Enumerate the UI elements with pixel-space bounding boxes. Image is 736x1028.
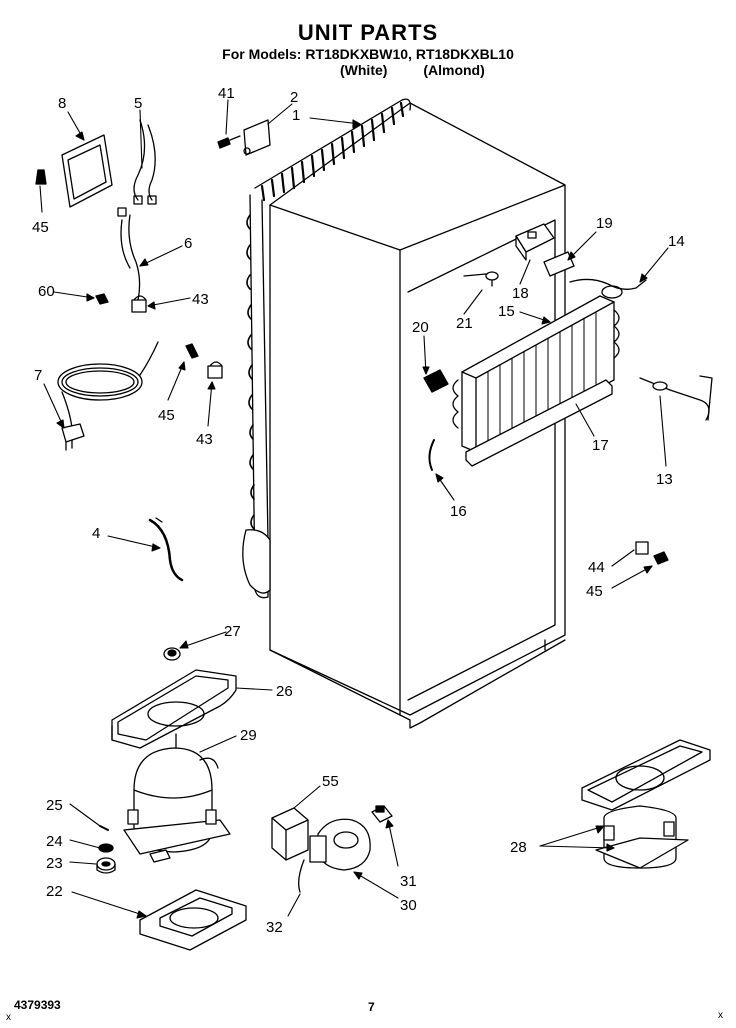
callout-45-middle: 45 [158,407,175,424]
page-number: 7 [368,1000,375,1014]
power-cord-part-7 [57,341,159,451]
thermostat-part-21 [463,271,499,287]
callout-16: 16 [450,503,467,520]
condenser-coil [242,98,411,599]
callout-6: 6 [184,235,192,252]
drain-trough-part-17 [465,379,613,467]
wire-part-32 [298,859,305,893]
callout-14: 14 [668,233,685,250]
callout-31: 31 [400,873,417,890]
callout-32: 32 [266,919,283,936]
overload-part-31 [371,805,393,823]
color-white: (White) [340,62,388,78]
callout-20: 20 [412,319,429,336]
callout-13: 13 [656,471,673,488]
callout-1: 1 [292,107,300,124]
compressor-part-29 [123,733,231,863]
leader-lines [39,99,669,919]
clip-part-43-lower [207,361,223,379]
clip-part-25 [99,825,109,831]
base-part-22 [139,889,247,951]
callout-29: 29 [240,727,257,744]
screw-part-60 [95,293,109,305]
washer-part-24 [98,843,114,853]
callout-21: 21 [456,315,473,332]
callout-43-upper: 43 [192,291,209,308]
callout-55: 55 [322,773,339,790]
clip-part-43-upper [131,295,147,313]
color-almond: (Almond) [423,62,485,78]
callout-2: 2 [290,89,298,106]
callout-4: 4 [92,525,100,542]
capillary-part-14 [569,278,647,299]
grommet-part-23 [96,857,116,874]
callout-22: 22 [46,883,63,900]
callout-44: 44 [588,559,605,576]
callout-60: 60 [38,283,55,300]
callout-19: 19 [596,215,613,232]
callout-18: 18 [512,285,529,302]
callout-23: 23 [46,855,63,872]
document-number: 4379393 [14,998,61,1012]
compressor-assembly-part-28 [581,739,711,869]
relay-cover-part-55 [271,807,309,861]
bracket-part-18 [515,223,555,261]
callout-45-upper: 45 [32,219,49,236]
callout-30: 30 [400,897,417,914]
page-title: UNIT PARTS [297,20,439,45]
callout-24: 24 [46,833,63,850]
wire-harness-part-6 [120,214,141,301]
sensor-part-13 [639,375,713,421]
callout-26: 26 [276,683,293,700]
color-variants: (White) (Almond) [340,62,499,78]
cabinet [269,102,566,729]
relay-part-30 [309,818,371,871]
grommet-part-27 [163,647,181,661]
callout-25: 25 [46,797,63,814]
evaporator-part-15 [452,295,620,453]
callout-17: 17 [592,437,609,454]
screw-part-45-right [653,551,669,565]
wire-harness-part-5 [117,119,157,217]
callout-41: 41 [218,85,235,102]
heater-wire-part-16 [428,439,435,471]
bracket-part-19 [543,251,575,277]
callout-5: 5 [134,95,142,112]
drain-pan-part-26 [111,669,237,749]
screw-part-45-middle [185,343,199,359]
callout-15: 15 [498,303,515,320]
screw-part-45-upper [35,169,47,185]
screw-part-41 [217,135,241,149]
callout-28: 28 [510,839,527,856]
cover-part-8 [61,134,113,208]
corner-mark-left: x [6,1012,11,1023]
callout-labels: 1 2 41 5 8 45 6 60 43 7 45 43 4 19 14 18… [32,85,685,936]
bracket-part-2 [243,119,271,156]
callout-27: 27 [224,623,241,640]
corner-mark-right: x [718,1010,723,1021]
callout-7: 7 [34,367,42,384]
model-numbers: For Models: RT18DKXBW10, RT18DKXBL10 [222,46,514,62]
callout-43-lower: 43 [196,431,213,448]
clip-part-44 [635,541,649,555]
callout-45-right: 45 [586,583,603,600]
tube-part-4 [148,517,184,582]
terminal-part-20 [423,369,449,393]
callout-8: 8 [58,95,66,112]
